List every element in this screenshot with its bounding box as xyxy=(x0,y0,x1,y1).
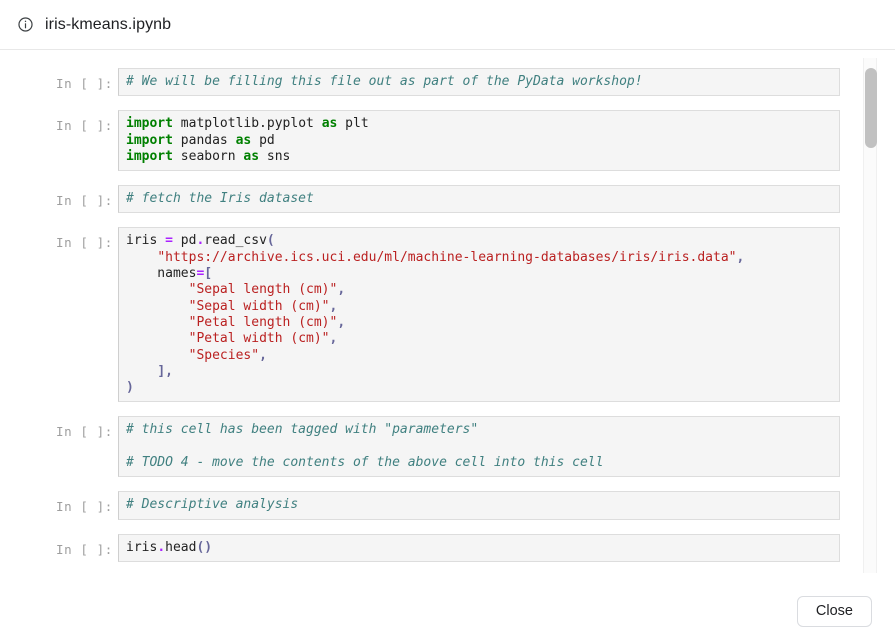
code-token-comment: # We will be filling this file out as pa… xyxy=(126,74,643,89)
code-token-punct: , xyxy=(329,331,338,347)
code-token-name xyxy=(126,299,189,314)
code-token-keyword: as xyxy=(235,132,252,148)
code-token-keyword: import xyxy=(126,132,173,148)
code-token-string: "Species" xyxy=(188,347,260,363)
code-token-name: names xyxy=(126,266,197,282)
cell-input-area[interactable]: # this cell has been tagged with "parame… xyxy=(118,416,840,478)
cell-prompt: In [ ]: xyxy=(56,424,113,440)
code-token-punct: , xyxy=(329,298,338,314)
code-token-comment: # Descriptive analysis xyxy=(126,497,299,513)
code-token-dot: . xyxy=(196,233,205,249)
code-token-string: "Sepal width (cm)" xyxy=(188,298,330,314)
notebook-cell[interactable]: In [ ]: iris = pd.read_csv( "https://arch… xyxy=(0,227,895,403)
notebook-cell[interactable]: In [ ]: # this cell has been tagged with … xyxy=(0,416,895,478)
code-token-name: sns xyxy=(259,148,291,164)
code-token-keyword: import xyxy=(126,148,173,164)
cell-source-code: # this cell has been tagged with "parame… xyxy=(126,422,833,471)
cell-input-area[interactable]: # We will be filling this file out as pa… xyxy=(118,68,840,97)
code-token-name: head xyxy=(165,539,197,555)
close-button[interactable]: Close xyxy=(796,595,872,628)
code-token-keyword: import xyxy=(126,116,173,132)
code-token-op: = xyxy=(165,233,173,249)
code-token-name xyxy=(126,250,157,265)
code-token-comment: # fetch the Iris dataset xyxy=(126,191,314,207)
code-token-punct: ], xyxy=(157,363,173,379)
code-token-punct: () xyxy=(196,539,213,555)
code-token-comment: # TODO 4 - move the contents of the abov… xyxy=(126,455,604,471)
code-token-punct: , xyxy=(736,249,745,265)
notebook-cell[interactable]: In [ ]: # We will be filling this file ou… xyxy=(0,68,895,97)
dialog-footer: Close xyxy=(0,580,895,643)
code-token-name: seaborn xyxy=(172,148,244,164)
code-token-op: = xyxy=(196,266,205,282)
notebook-cell-list: In [ ]: # We will be filling this file ou… xyxy=(0,51,895,562)
vertical-scrollbar-thumb[interactable] xyxy=(865,68,877,148)
page-title: iris-kmeans.ipynb xyxy=(45,15,172,33)
code-token-punct: , xyxy=(337,314,346,330)
window-titlebar: iris-kmeans.ipynb xyxy=(0,0,895,50)
code-token-keyword: as xyxy=(321,116,338,132)
vertical-scrollbar-track[interactable] xyxy=(863,58,877,573)
code-token-name xyxy=(126,364,157,379)
code-token-keyword: as xyxy=(243,148,260,164)
code-token-string: "https://archive.ics.uci.edu/ml/machine-… xyxy=(157,249,737,265)
code-token-comment: # this cell has been tagged with "parame… xyxy=(126,422,479,438)
cell-prompt: In [ ]: xyxy=(56,76,113,91)
code-token-name: read_csv xyxy=(204,233,267,249)
notebook-cell[interactable]: In [ ]: # fetch the Iris dataset xyxy=(0,185,895,214)
cell-input-area[interactable]: # Descriptive analysis xyxy=(118,491,840,520)
code-token-punct: , xyxy=(259,347,267,363)
cell-input-area[interactable]: import matplotlib.pyplot as plt import p… xyxy=(118,110,840,172)
code-token-name: pd xyxy=(172,233,197,249)
cell-source-code: # fetch the Iris dataset xyxy=(126,191,833,207)
cell-input-area[interactable]: iris.head() xyxy=(118,533,840,562)
code-token-name: iris xyxy=(126,233,166,249)
code-token-name xyxy=(126,331,189,346)
code-token-string: "Petal length (cm)" xyxy=(188,314,338,330)
cell-source-code: iris.head() xyxy=(126,540,833,556)
code-token-name: pandas xyxy=(172,132,236,148)
code-token-string: "Petal width (cm)" xyxy=(188,331,330,347)
code-token-name xyxy=(126,348,189,363)
code-token-name: matplotlib.pyplot xyxy=(172,116,322,132)
notebook-cell[interactable]: In [ ]: iris.head() xyxy=(0,533,895,562)
code-token-punct: ) xyxy=(126,380,134,396)
code-token-punct: [ xyxy=(204,266,213,282)
notebook-scroll-region[interactable]: In [ ]: # We will be filling this file ou… xyxy=(0,51,895,580)
cell-prompt: In [ ]: xyxy=(56,541,113,557)
code-token-string: "Sepal length (cm)" xyxy=(188,282,338,298)
code-token-name xyxy=(126,315,189,330)
code-token-name: plt xyxy=(337,116,369,132)
notebook-cell[interactable]: In [ ]: # Descriptive analysis xyxy=(0,491,895,520)
code-token-name xyxy=(126,282,189,297)
cell-prompt: In [ ]: xyxy=(56,118,113,134)
code-token-punct: , xyxy=(337,282,346,298)
cell-source-code: # We will be filling this file out as pa… xyxy=(126,74,833,90)
cell-input-area[interactable]: iris = pd.read_csv( "https://archive.ics… xyxy=(118,227,840,403)
code-token-punct: ( xyxy=(266,233,275,249)
info-circle-icon xyxy=(17,16,34,33)
cell-prompt: In [ ]: xyxy=(56,235,113,251)
notebook-cell[interactable]: In [ ]: import matplotlib.pyplot as plt i… xyxy=(0,110,895,172)
code-token-name: pd xyxy=(251,132,275,148)
code-token-name: iris xyxy=(126,539,158,555)
cell-prompt: In [ ]: xyxy=(56,499,113,515)
code-token-dot: . xyxy=(157,539,166,555)
cell-prompt: In [ ]: xyxy=(56,193,113,209)
cell-source-code: # Descriptive analysis xyxy=(126,497,833,513)
cell-source-code: iris = pd.read_csv( "https://archive.ics… xyxy=(126,233,833,396)
cell-source-code: import matplotlib.pyplot as plt import p… xyxy=(126,116,833,165)
cell-input-area[interactable]: # fetch the Iris dataset xyxy=(118,185,840,214)
